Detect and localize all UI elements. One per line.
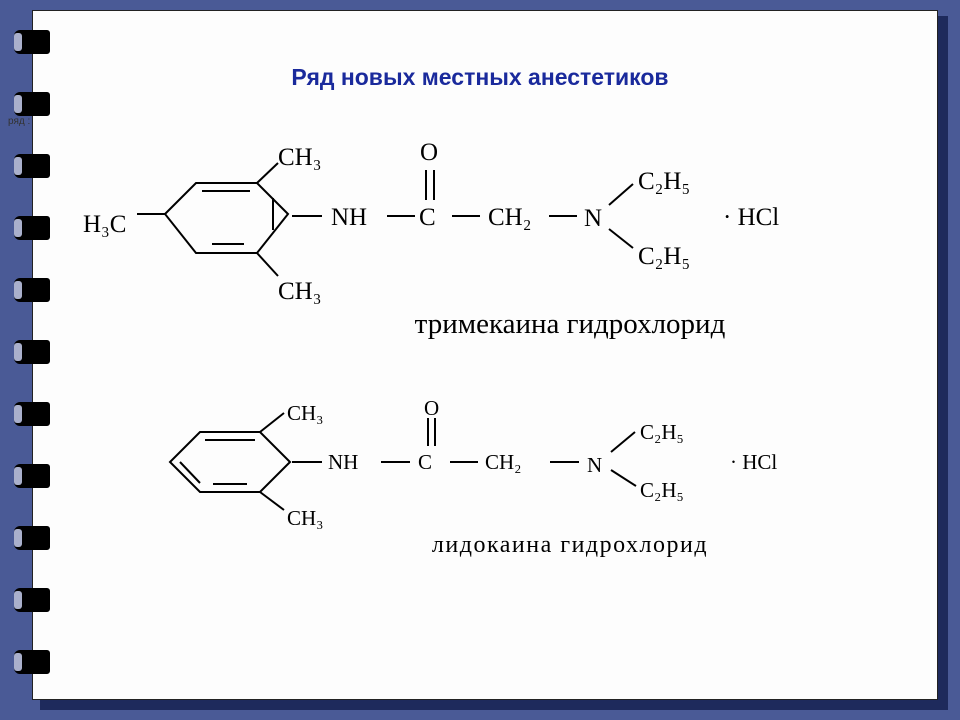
carbonyl-oxygen-label: O — [420, 139, 438, 166]
ethyl-label: C₂H₅ — [638, 243, 690, 270]
notebook-page — [32, 10, 938, 700]
trimecaine-benzene-ring — [163, 182, 290, 254]
methyl-label: CH₃ — [287, 506, 324, 530]
binder-ring — [14, 526, 50, 550]
binder-ring — [14, 650, 50, 674]
binder-ring — [14, 588, 50, 612]
binder-ring — [14, 402, 50, 426]
ethyl-label: C₂H₅ — [640, 420, 684, 444]
bond-n-ethyl-top — [608, 183, 634, 206]
lidocaine-caption: лидокаина гидрохлорид — [431, 532, 709, 558]
bond-to-methyl-bottom — [256, 252, 279, 277]
binder-ring — [14, 92, 50, 116]
ring-inner-bond — [179, 461, 201, 484]
carbonyl-carbon-label: C — [418, 450, 432, 474]
bond-to-methyl-top — [259, 412, 285, 433]
salt-label: · HCl — [723, 204, 779, 231]
bond-to-methyl-top — [256, 162, 279, 184]
lidocaine-labels: CH₃ CH₃ NH C O CH₂ N C₂H₅ C₂H₅ · HCl — [287, 396, 777, 530]
binder-ring — [14, 30, 50, 54]
slide-title: Ряд новых местных анестетиков — [291, 64, 669, 90]
methyl-label: H₃C — [83, 211, 126, 238]
methyl-label: CH₃ — [287, 401, 324, 425]
bond-n-ethyl-bottom — [610, 469, 637, 487]
salt-label: · HCl — [730, 450, 777, 474]
trimecaine-formula — [137, 162, 634, 277]
carbonyl-carbon-label: C — [419, 204, 436, 231]
methylene-label: CH₂ — [485, 450, 522, 474]
corner-note: ряд : — [8, 116, 31, 127]
methyl-label: CH₃ — [278, 144, 321, 171]
ethyl-label: C₂H₅ — [640, 478, 684, 502]
trimecaine-labels: H₃C CH₃ CH₃ NH C O CH₂ N C₂H₅ C₂H₅ · HCl — [83, 139, 779, 305]
bond-to-methyl-bottom — [259, 491, 285, 511]
lidocaine-formula — [168, 412, 637, 511]
bond-n-ethyl-top — [610, 431, 636, 453]
methylene-label: CH₂ — [488, 204, 531, 231]
amide-nh-label: NH — [328, 450, 358, 474]
methyl-label: CH₃ — [278, 278, 321, 305]
amine-nitrogen-label: N — [587, 453, 602, 477]
trimecaine-caption: тримекаина гидрохлорид — [414, 308, 726, 340]
carbonyl-oxygen-label: O — [424, 396, 439, 420]
binder-ring — [14, 154, 50, 178]
binder-ring — [14, 278, 50, 302]
ethyl-label: C₂H₅ — [638, 168, 690, 195]
binder-ring — [14, 340, 50, 364]
binder-ring — [14, 216, 50, 240]
amine-nitrogen-label: N — [584, 205, 602, 232]
bond-n-ethyl-bottom — [608, 228, 634, 249]
amide-nh-label: NH — [331, 204, 367, 231]
binder-ring — [14, 464, 50, 488]
